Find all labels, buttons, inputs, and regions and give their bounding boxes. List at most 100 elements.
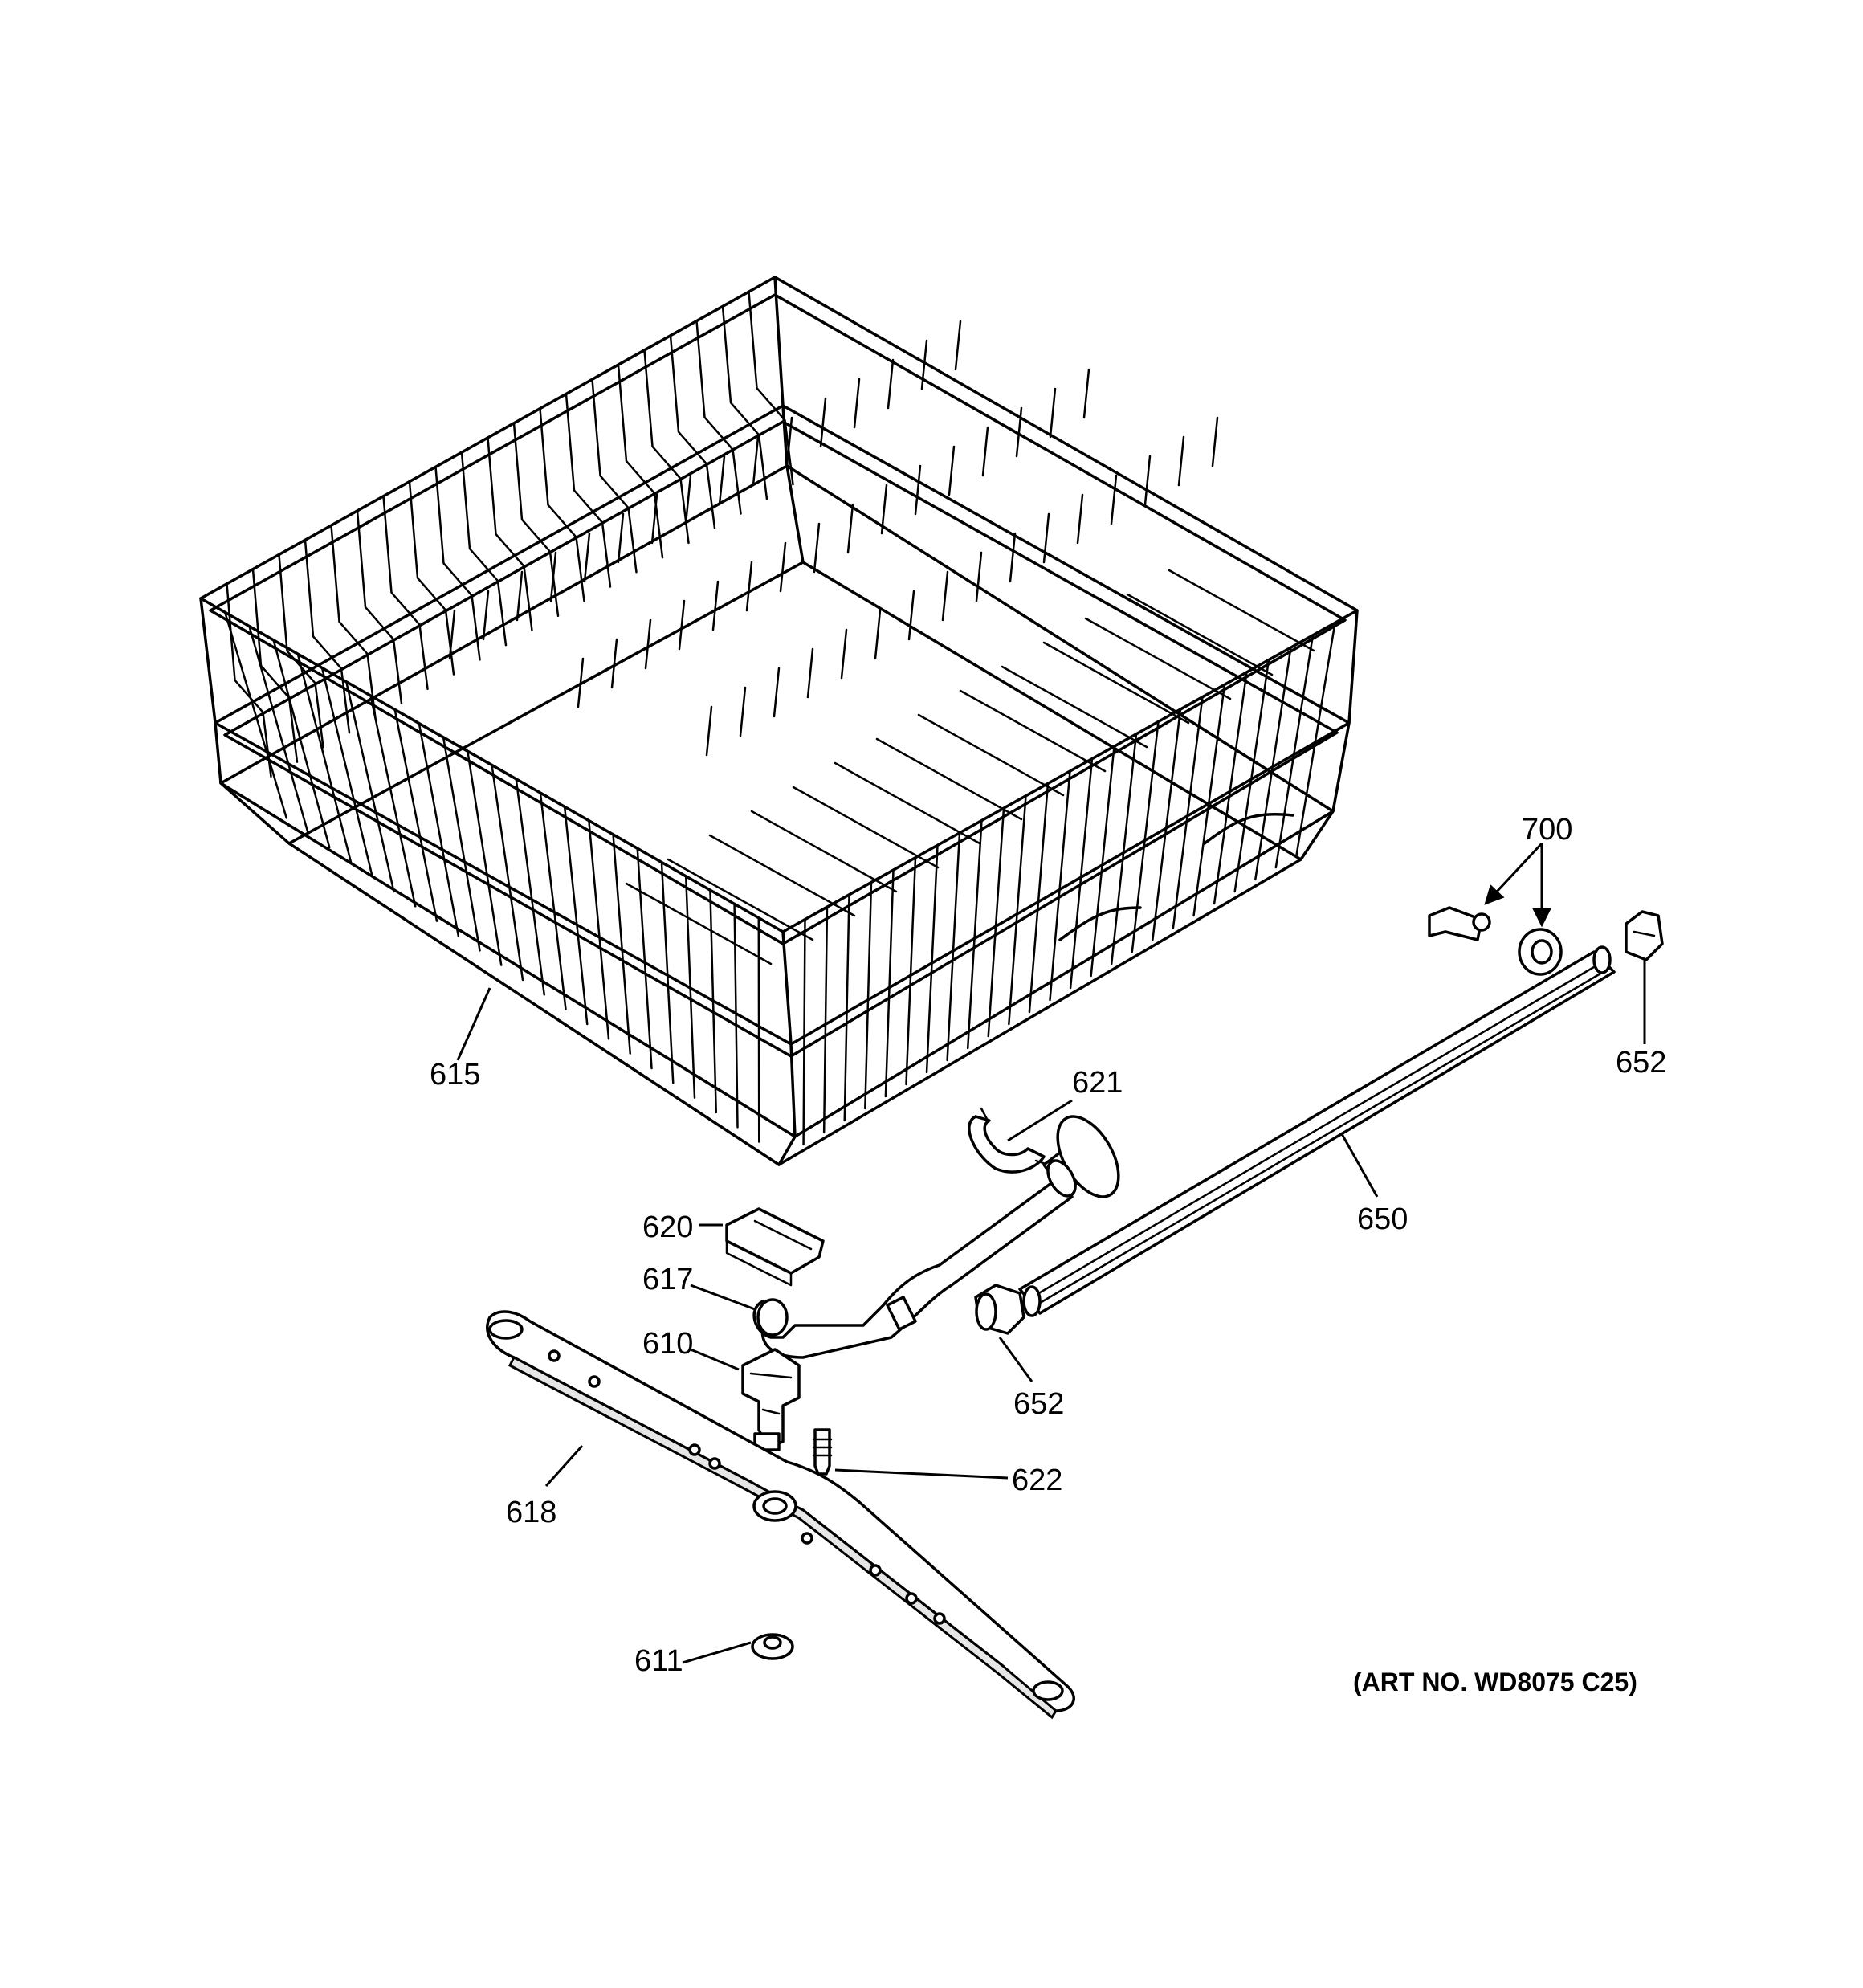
rack-wire	[248, 625, 309, 834]
rack-wire	[660, 861, 675, 1084]
rack-wire	[565, 393, 612, 588]
rack-wire	[1076, 493, 1084, 545]
callout-652-bottom: 652	[1013, 1387, 1064, 1421]
rack-wire	[739, 686, 747, 737]
rack-wire	[226, 582, 272, 778]
rack-wire	[954, 320, 962, 371]
rack-wire	[610, 638, 618, 689]
rack-wire	[369, 694, 417, 908]
rack-wire	[278, 553, 324, 749]
rack-wire	[625, 882, 773, 965]
rack-wire	[802, 918, 806, 1146]
rack-wire	[448, 609, 456, 660]
art-number: (ART NO. WD8075 C25)	[1353, 1668, 1637, 1696]
rack-wire	[669, 334, 716, 529]
rack-wire	[577, 657, 585, 708]
rack-wire	[718, 455, 726, 506]
rack-wire	[709, 888, 717, 1114]
spray-arm-618	[486, 1310, 1075, 1720]
rack-wire	[948, 445, 956, 496]
rack-wire	[1090, 745, 1115, 978]
rack-wire	[487, 436, 533, 632]
rack-wire	[920, 339, 928, 390]
rack-wire	[1009, 532, 1017, 583]
supply-tube-650	[1018, 945, 1616, 1317]
callout-622: 622	[1012, 1463, 1062, 1497]
callout-700: 700	[1522, 813, 1572, 847]
callout-650: 650	[1357, 1202, 1408, 1236]
rack-wire	[491, 764, 524, 982]
manifold-617	[752, 1115, 1120, 1359]
rack-wire	[482, 590, 490, 641]
bearing-610	[741, 1348, 801, 1451]
rack-wire	[785, 416, 793, 467]
rack-wire	[296, 652, 353, 863]
callout-615: 615	[430, 1058, 480, 1092]
rack-wire	[946, 831, 961, 1062]
rack-wire	[1131, 720, 1160, 953]
rack-wire	[813, 522, 821, 574]
rack-wire	[684, 474, 692, 525]
rack-wire	[1274, 634, 1315, 869]
callout-610: 610	[642, 1327, 693, 1361]
rack-wire	[516, 570, 524, 622]
rack-wire	[1177, 435, 1185, 487]
rack-wire	[1213, 671, 1248, 905]
rack-wire	[591, 378, 638, 574]
rack-wire	[644, 618, 652, 670]
rack-wire	[917, 713, 1065, 797]
end-cap-652-right	[1625, 910, 1664, 961]
rack-wire	[356, 509, 403, 705]
callout-621: 621	[1072, 1066, 1123, 1100]
rack-wire	[251, 568, 299, 763]
rack-wire	[721, 305, 768, 500]
rack-wire	[617, 363, 664, 559]
rack-wire	[612, 833, 631, 1055]
rack-wire	[1084, 617, 1232, 700]
rack-wire	[733, 903, 739, 1129]
rack-wire	[834, 761, 981, 845]
rack-wire	[907, 590, 915, 641]
rack-wire	[583, 532, 591, 583]
rack-wire	[418, 722, 459, 937]
rack-wire	[460, 451, 508, 647]
rack-wire	[588, 819, 610, 1040]
rack-wire	[822, 905, 829, 1134]
rack-wire	[880, 484, 888, 535]
rack-wire	[711, 580, 720, 631]
rack-wire	[1069, 757, 1094, 990]
rack-wire	[959, 689, 1107, 773]
rack-wire	[442, 736, 481, 952]
rack-wire	[1126, 593, 1274, 676]
rack-wire	[1028, 782, 1050, 1014]
screw-622	[812, 1428, 833, 1476]
rack-wire	[539, 407, 585, 602]
rack-wire	[1192, 684, 1226, 917]
rack-wire	[708, 834, 856, 917]
cap-611	[751, 1633, 794, 1660]
upper-rack	[199, 276, 1359, 1166]
rack-wire	[1254, 646, 1292, 881]
rack-wire	[563, 806, 589, 1026]
rack-wire	[853, 378, 861, 429]
rack-wire	[467, 749, 503, 966]
rack-wire	[650, 493, 658, 545]
rack-wire	[1152, 708, 1182, 941]
rack-wire	[941, 570, 949, 622]
rack-wire	[1211, 416, 1219, 467]
rack-wire	[843, 893, 850, 1122]
rack-wire	[515, 778, 545, 996]
rack-wire	[1295, 622, 1336, 857]
rack-wire	[846, 503, 854, 554]
rack-wire	[1082, 368, 1090, 419]
rack-wire	[695, 320, 742, 515]
rack-wire	[393, 708, 438, 922]
rack-wire	[1172, 696, 1204, 929]
rack-wire	[1110, 474, 1118, 525]
rack-wire	[864, 881, 873, 1110]
rack-wire	[840, 628, 848, 680]
rack-wire	[745, 561, 753, 612]
rack-wire	[750, 810, 898, 893]
rack-wire	[330, 524, 377, 720]
